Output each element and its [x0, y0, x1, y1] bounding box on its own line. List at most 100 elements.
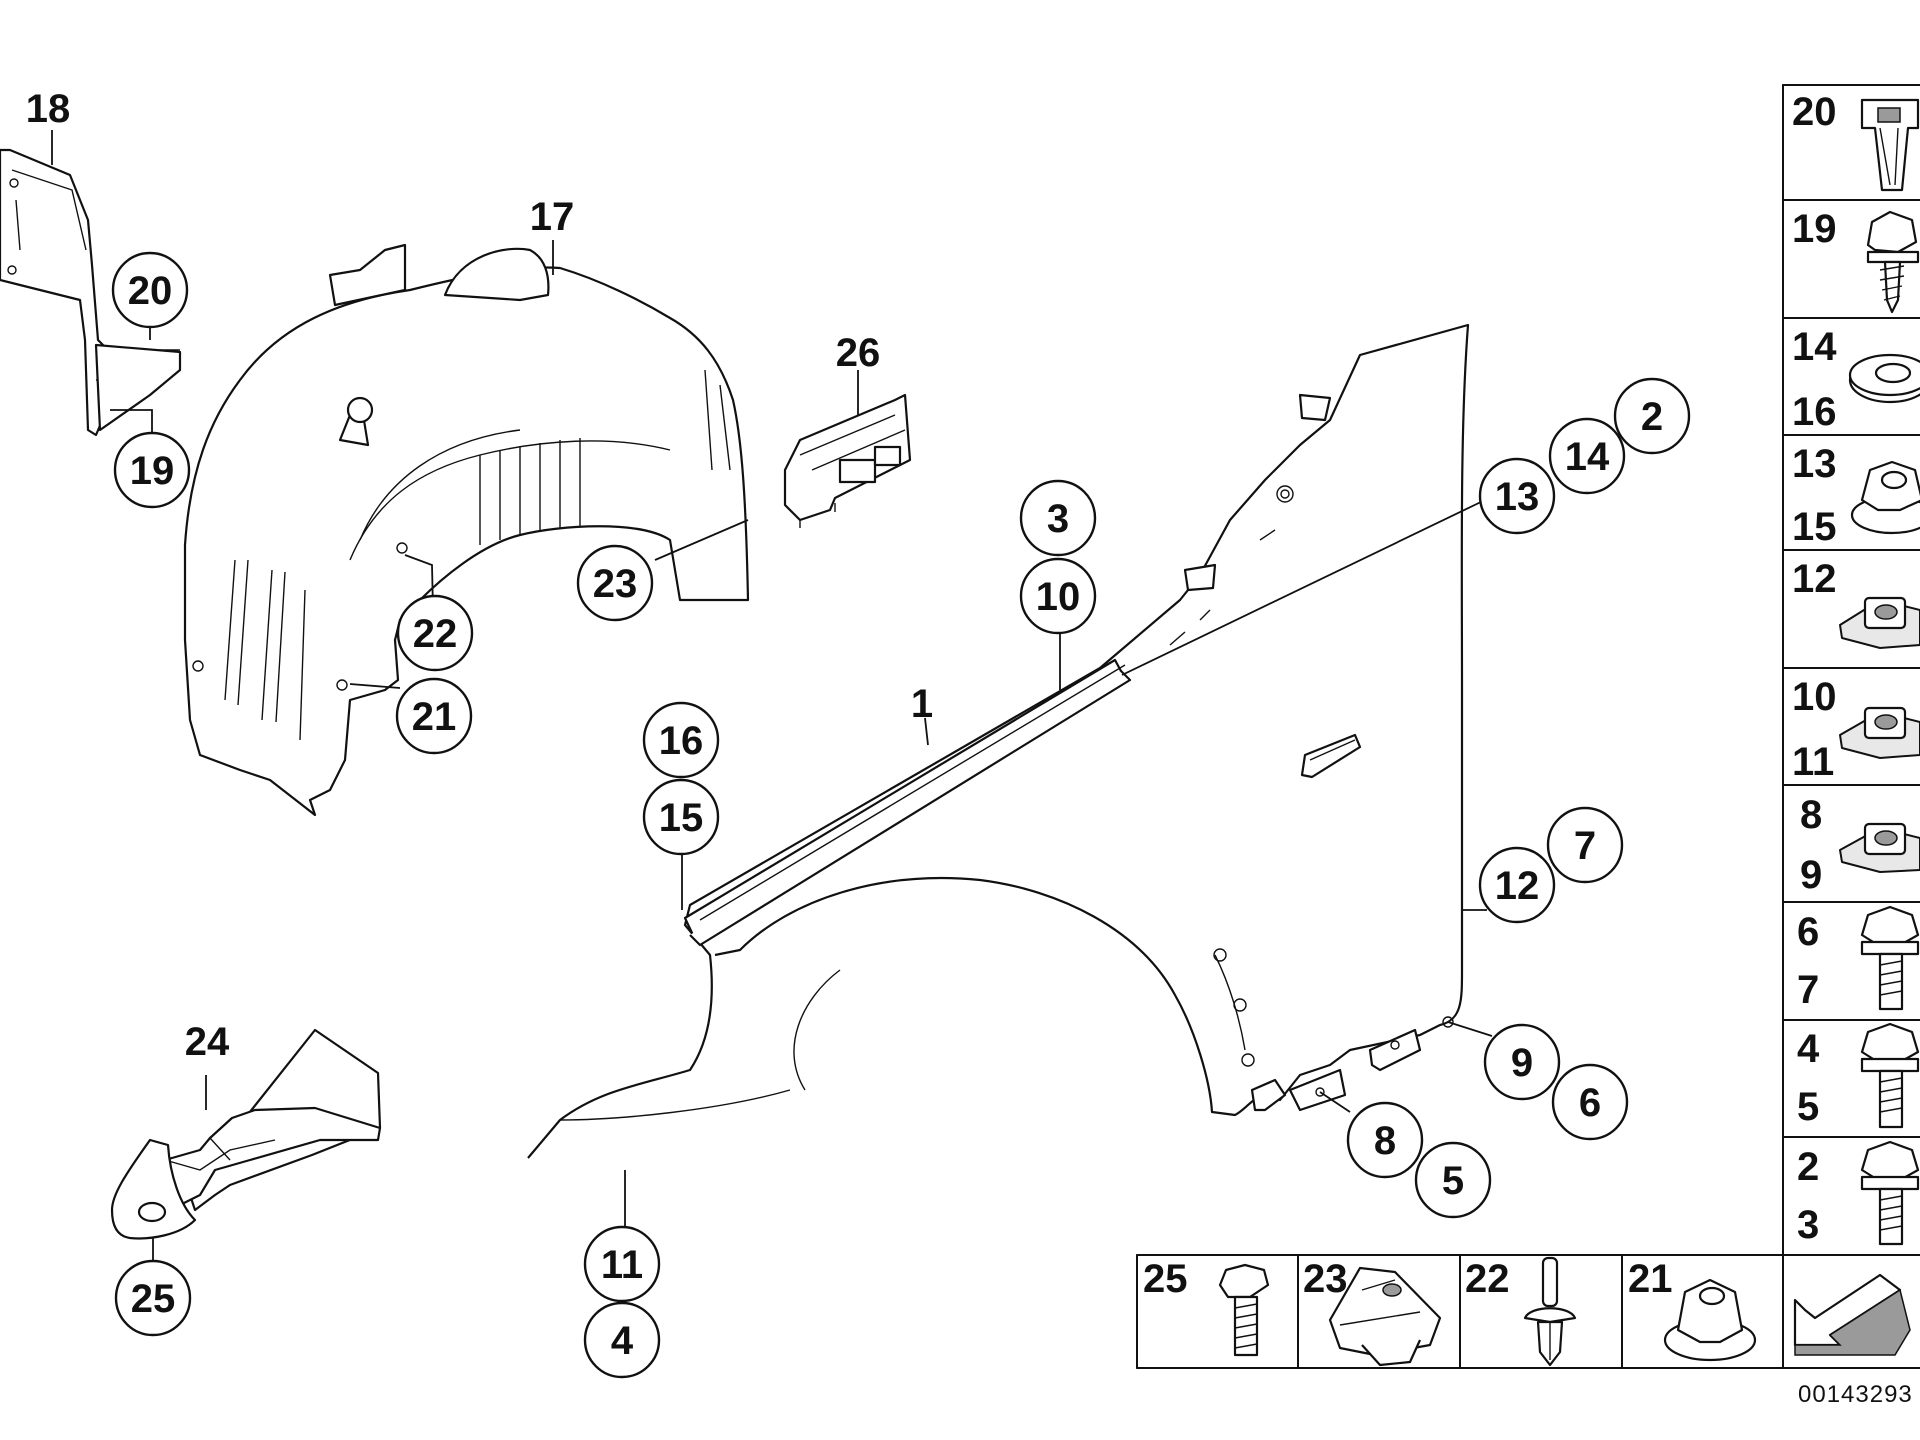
svg-text:5: 5 [1797, 1085, 1819, 1129]
svg-text:15: 15 [659, 796, 704, 840]
svg-text:20: 20 [128, 269, 173, 313]
callout-18: 18 [26, 87, 71, 131]
callout-10: 10 [1019, 557, 1097, 635]
svg-text:2: 2 [1797, 1145, 1819, 1189]
callout-19: 19 [113, 431, 191, 509]
svg-text:9: 9 [1800, 853, 1822, 897]
svg-text:21: 21 [412, 695, 457, 739]
legend-row-20: 20 [1792, 90, 1920, 192]
svg-text:22: 22 [413, 612, 458, 656]
callouts: 18 17 26 1 24 20 19 23 22 21 3 10 16 15 … [26, 87, 1691, 1379]
legend-row-10-11: 10 11 [1792, 675, 1920, 784]
part-24-bracket [110, 1028, 382, 1240]
svg-text:12: 12 [1792, 557, 1837, 601]
svg-text:16: 16 [659, 719, 704, 763]
callout-5: 5 [1414, 1141, 1492, 1219]
legend-row-6-7: 6 7 [1797, 905, 1920, 1012]
self-tapping-screw-icon [1866, 210, 1920, 314]
callout-14: 14 [1548, 417, 1626, 495]
svg-text:11: 11 [1792, 740, 1834, 784]
callout-22: 22 [396, 594, 474, 672]
callout-17: 17 [530, 195, 575, 239]
legend-row-14-16: 14 16 [1792, 325, 1920, 434]
svg-text:12: 12 [1495, 864, 1540, 908]
legend-row-8-9: 8 9 [1800, 793, 1920, 897]
legend-cell-22: 22 [1465, 1256, 1577, 1367]
legend-right: 20 19 14 16 [1782, 84, 1920, 1256]
callout-13: 13 [1478, 457, 1556, 535]
direction-arrow-icon [1793, 1273, 1911, 1356]
callout-25: 25 [114, 1259, 192, 1337]
collar-nut-icon [1850, 460, 1920, 535]
svg-text:5: 5 [1442, 1159, 1464, 1203]
svg-text:23: 23 [1303, 1257, 1348, 1301]
reference-number: 00143293 [1798, 1381, 1913, 1408]
svg-text:16: 16 [1792, 390, 1837, 434]
callout-23: 23 [576, 544, 654, 622]
callout-8: 8 [1346, 1101, 1424, 1179]
callout-11: 11 [583, 1225, 661, 1303]
svg-text:23: 23 [593, 562, 638, 606]
callout-24: 24 [185, 1020, 230, 1064]
callout-4: 4 [583, 1301, 661, 1379]
expanding-rivet-icon [1523, 1256, 1577, 1367]
callout-21: 21 [395, 677, 473, 755]
svg-text:15: 15 [1792, 505, 1837, 549]
svg-text:8: 8 [1374, 1119, 1396, 1163]
callout-26: 26 [836, 331, 881, 375]
svg-text:6: 6 [1579, 1081, 1601, 1125]
svg-text:10: 10 [1792, 675, 1837, 719]
svg-text:13: 13 [1495, 475, 1540, 519]
part-26-bracket [783, 393, 912, 528]
svg-text:11: 11 [601, 1243, 643, 1287]
svg-text:10: 10 [1036, 575, 1081, 619]
svg-text:20: 20 [1792, 90, 1837, 134]
legend-row-2-3: 2 3 [1797, 1140, 1920, 1247]
legend-row-13-15: 13 15 [1792, 442, 1920, 549]
callout-3: 3 [1019, 479, 1097, 557]
svg-text:19: 19 [130, 449, 175, 493]
callout-6: 6 [1551, 1063, 1629, 1141]
clip-nut-icon [1860, 98, 1920, 192]
svg-text:21: 21 [1628, 1257, 1673, 1301]
hex-bolt-icon [1860, 1140, 1920, 1246]
svg-text:22: 22 [1465, 1257, 1510, 1301]
cage-nut-icon [1839, 706, 1920, 759]
svg-text:7: 7 [1797, 968, 1819, 1012]
svg-text:8: 8 [1800, 793, 1822, 837]
callout-20: 20 [111, 251, 189, 329]
hex-bolt-icon [1860, 905, 1920, 1011]
svg-text:14: 14 [1792, 325, 1837, 369]
svg-text:6: 6 [1797, 910, 1819, 954]
svg-text:3: 3 [1047, 497, 1069, 541]
part-17-wheel-arch-liner [183, 243, 750, 817]
svg-text:19: 19 [1792, 207, 1837, 251]
cage-nut-icon [1839, 822, 1920, 873]
legend-cell-23: 23 [1303, 1257, 1442, 1367]
svg-text:2: 2 [1641, 395, 1663, 439]
svg-text:13: 13 [1792, 442, 1837, 486]
svg-text:25: 25 [1143, 1257, 1188, 1301]
legend-row-19: 19 [1792, 207, 1920, 314]
callout-2: 2 [1613, 377, 1691, 455]
svg-text:9: 9 [1511, 1041, 1533, 1085]
part-18-bracket [0, 148, 182, 437]
legend-cell-arrow [1793, 1273, 1911, 1356]
legend-cell-21: 21 [1628, 1257, 1757, 1362]
callout-7: 7 [1546, 806, 1624, 884]
legend-bottom: 25 23 22 21 [1136, 1254, 1920, 1369]
washer-icon [1848, 353, 1920, 404]
legend-cell-25: 25 [1143, 1257, 1270, 1357]
part-1-front-fender [527, 323, 1470, 1159]
svg-text:14: 14 [1565, 435, 1610, 479]
svg-text:3: 3 [1797, 1203, 1819, 1247]
spring-clip-icon [1328, 1266, 1442, 1367]
svg-text:7: 7 [1574, 824, 1596, 868]
svg-text:4: 4 [1797, 1027, 1820, 1071]
hex-screw-icon [1218, 1263, 1270, 1357]
svg-text:4: 4 [611, 1319, 634, 1363]
svg-text:25: 25 [131, 1277, 176, 1321]
legend-row-4-5: 4 5 [1797, 1022, 1920, 1129]
callout-15: 15 [642, 778, 720, 856]
